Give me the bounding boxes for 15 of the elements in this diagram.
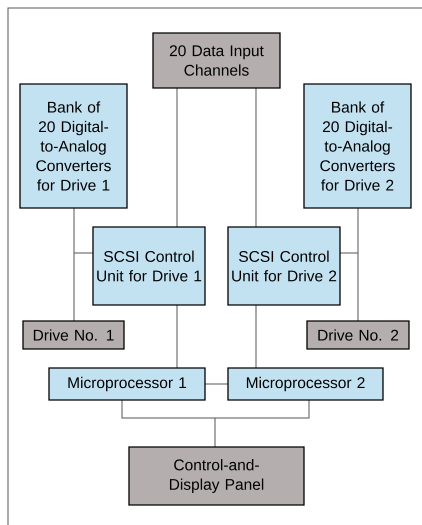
connector-line <box>214 400 310 448</box>
connector-line <box>340 252 358 322</box>
unit-box: Control-and-Display Panel <box>128 446 305 506</box>
unit-box: Drive No. 2 <box>306 320 410 350</box>
module-box: Microprocessor 2 <box>227 367 384 401</box>
connector-line <box>74 252 94 322</box>
unit-box: 20 Data Input Channels <box>152 32 281 89</box>
module-box: Bank of 20 Digital-to-Analog Converters for Drive 2 <box>303 83 412 209</box>
module-box: SCSI Control Unit for Drive 2 <box>227 226 341 306</box>
module-box: SCSI Control Unit for Drive 1 <box>92 226 206 306</box>
connector-line <box>176 304 178 368</box>
module-box: Bank of 20 Digital-to-Analog Converters for Drive 1 <box>19 83 128 209</box>
unit-box: Drive No. 1 <box>22 320 125 350</box>
module-box: Microprocessor 1 <box>48 367 206 401</box>
connector-line <box>176 88 178 228</box>
